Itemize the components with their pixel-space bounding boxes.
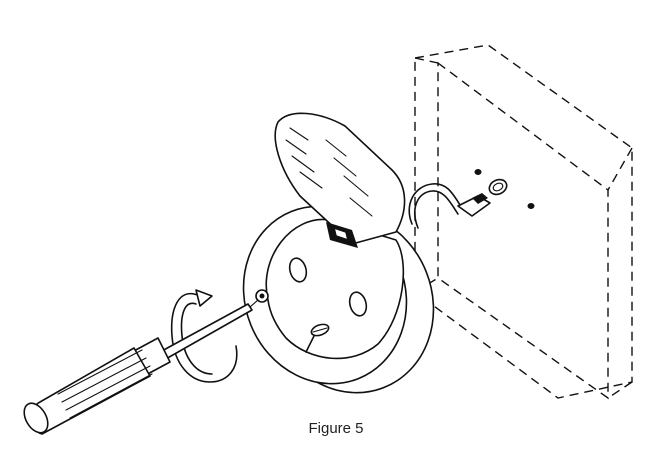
figure-caption: Figure 5 — [308, 420, 364, 437]
screwdriver-icon — [23, 299, 259, 435]
mounting-screw-icon — [305, 323, 330, 353]
wire-icon — [408, 183, 491, 229]
hinged-cover-icon — [274, 112, 406, 248]
wall-box-icon — [414, 44, 633, 400]
rotation-arrow-icon — [170, 289, 238, 383]
